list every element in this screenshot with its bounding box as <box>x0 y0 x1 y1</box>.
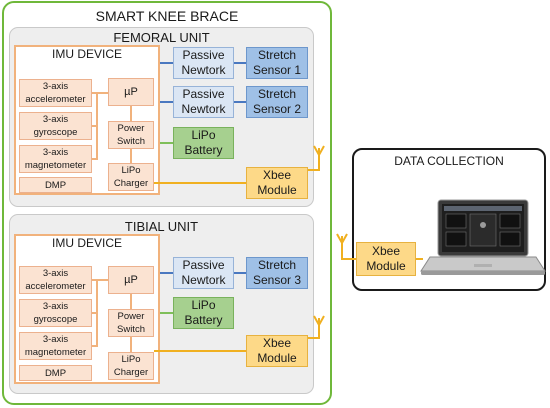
tibial-gyroscope: 3-axis gyroscope <box>19 299 92 327</box>
femoral-gyroscope: 3-axis gyroscope <box>19 112 92 140</box>
femoral-passive-network-2: Passive Newtork <box>173 86 234 118</box>
femoral-passive-network-1: Passive Newtork <box>173 47 234 79</box>
tibial-power-switch: Power Switch <box>108 309 154 337</box>
stretch-sensor-1: Stretch Sensor 1 <box>246 47 308 79</box>
femoral-dmp: DMP <box>19 177 92 193</box>
blue-links <box>160 62 246 274</box>
tibial-xbee-module: Xbee Module <box>246 335 308 367</box>
tibial-microprocessor: µP <box>108 266 154 294</box>
tibial-lipo-charger: LiPo Charger <box>108 352 154 380</box>
tibial-passive-network: Passive Newtork <box>173 257 234 289</box>
smart-knee-brace-title: SMART KNEE BRACE <box>95 8 239 24</box>
tibial-accelerometer: 3-axis accelerometer <box>19 266 92 294</box>
femoral-lipo-charger: LiPo Charger <box>108 163 154 191</box>
femoral-microprocessor: µP <box>108 78 154 106</box>
collection-xbee-module: Xbee Module <box>356 242 416 276</box>
femoral-imu-title: IMU DEVICE <box>51 47 122 61</box>
femoral-accelerometer: 3-axis accelerometer <box>19 79 92 107</box>
laptop-icon <box>420 199 546 275</box>
tibial-imu-title: IMU DEVICE <box>51 236 122 250</box>
femoral-lipo-battery: LiPo Battery <box>173 127 234 159</box>
xbee-links <box>154 145 423 352</box>
battery-links <box>160 142 173 314</box>
tibial-dmp: DMP <box>19 365 92 381</box>
tibial-magnetometer: 3-axis magnetometer <box>19 332 92 360</box>
data-collection-title: DATA COLLECTION <box>394 154 504 168</box>
tibial-unit-title: TIBIAL UNIT <box>124 219 199 234</box>
imu-internal-links <box>92 92 132 352</box>
femoral-power-switch: Power Switch <box>108 121 154 149</box>
stretch-sensor-2: Stretch Sensor 2 <box>246 86 308 118</box>
femoral-unit-title: FEMORAL UNIT <box>113 30 210 45</box>
stretch-sensor-3: Stretch Sensor 3 <box>246 257 308 289</box>
femoral-xbee-module: Xbee Module <box>246 167 308 199</box>
femoral-magnetometer: 3-axis magnetometer <box>19 145 92 173</box>
tibial-lipo-battery: LiPo Battery <box>173 297 234 329</box>
